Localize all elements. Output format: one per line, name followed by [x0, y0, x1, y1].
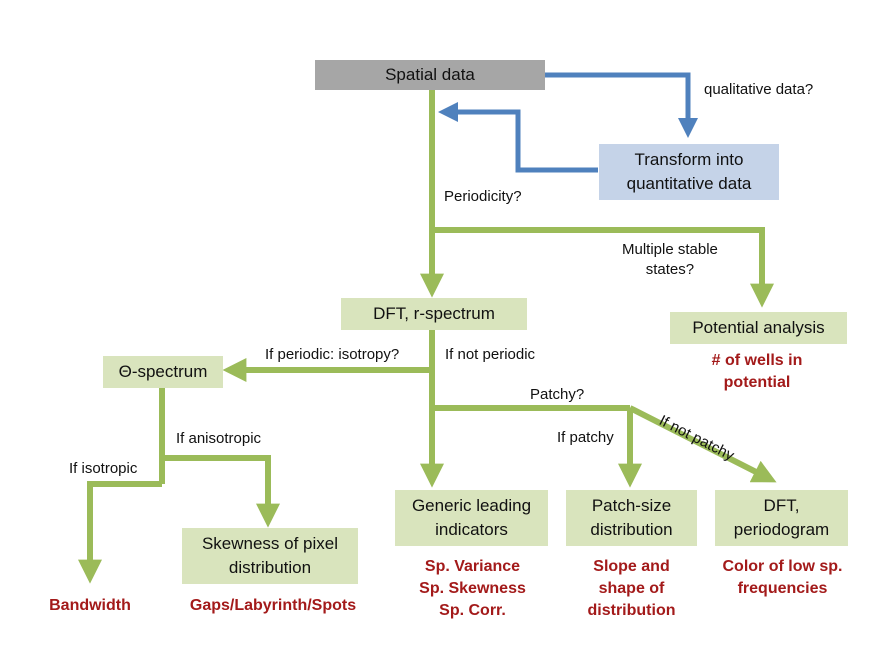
skewness-label: Skewness of pixel distribution: [201, 534, 339, 577]
generic-indicators-box: Generic leading indicators: [395, 490, 548, 546]
potential-analysis-label: Potential analysis: [692, 318, 825, 337]
label-periodicity: Periodicity?: [444, 188, 522, 205]
label-qualitative-data: qualitative data?: [704, 81, 814, 98]
dft-r-spectrum-box: DFT, r-spectrum: [341, 298, 527, 330]
outcome-bandwidth: Bandwidth: [49, 597, 131, 614]
outcome-color-low-frequencies: Color of low sp. frequencies: [722, 558, 843, 597]
label-if-patchy: If patchy: [557, 429, 614, 446]
potential-analysis-box: Potential analysis: [670, 312, 847, 344]
outcome-gaps-labyrinth-spots: Gaps/Labyrinth/Spots: [189, 597, 357, 614]
arrow-to-skewness: [162, 455, 280, 528]
arrow-to-potential-analysis: [432, 227, 774, 308]
arrow-to-transform: [545, 72, 698, 138]
label-if-isotropic: If isotropic: [69, 460, 138, 477]
arrow-to-bandwidth: [78, 481, 162, 584]
label-if-anisotropic: If anisotropic: [176, 430, 262, 447]
outcome-slope-and-shape: Slope and shape of distribution: [587, 558, 676, 619]
arrow-back-from-transform: [438, 102, 598, 173]
label-if-not-periodic: If not periodic: [445, 346, 536, 363]
label-multiple-stable-states: Multiple stable states?: [622, 241, 718, 278]
theta-spectrum-label: Θ-spectrum: [118, 362, 208, 381]
arrow-to-dft-periodogram: [628, 405, 777, 483]
dft-periodogram-label: DFT, periodogram: [733, 496, 830, 539]
patch-size-box: Patch-size distribution: [566, 490, 697, 546]
label-if-periodic: If periodic: isotropy?: [265, 346, 400, 363]
dft-periodogram-box: DFT, periodogram: [715, 490, 848, 546]
dft-r-spectrum-label: DFT, r-spectrum: [373, 304, 495, 323]
transform-label: Transform into quantitative data: [626, 150, 752, 193]
skewness-box: Skewness of pixel distribution: [182, 528, 358, 584]
theta-spectrum-box: Θ-spectrum: [103, 356, 223, 388]
spatial-data-label: Spatial data: [385, 65, 475, 84]
label-patchy: Patchy?: [530, 386, 585, 403]
generic-indicators-label: Generic leading indicators: [411, 496, 532, 539]
patch-size-label: Patch-size distribution: [590, 496, 673, 539]
spatial-data-box: Spatial data: [315, 60, 545, 90]
outcome-spatial-statistics: Sp. Variance Sp. Skewness Sp. Corr.: [419, 558, 526, 619]
transform-box: Transform into quantitative data: [599, 144, 779, 200]
outcome-wells-in-potential: # of wells in potential: [711, 352, 803, 391]
